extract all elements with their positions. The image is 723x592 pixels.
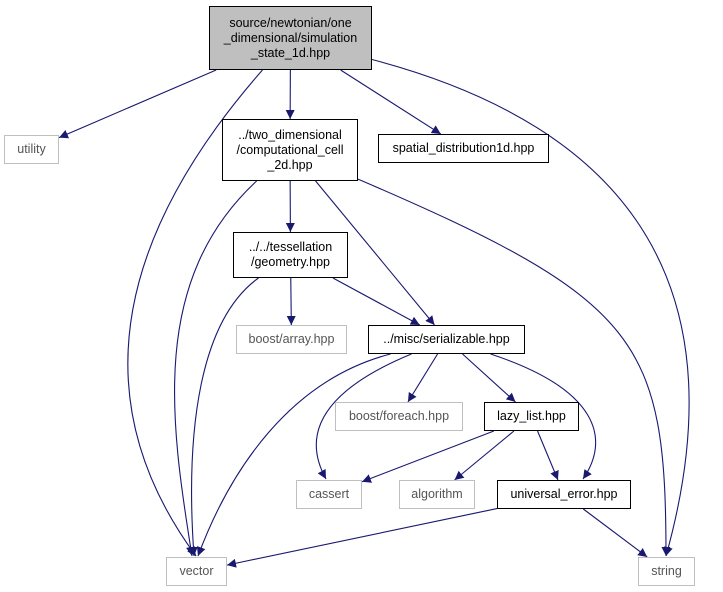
node-lazy-list[interactable]: lazy_list.hpp [484,402,579,431]
node-label-line: boost/foreach.hpp [348,409,450,423]
edge-serializable-to-vector [196,353,391,557]
edge-geometry-to-vector [188,277,259,557]
node-utility: utility [4,135,59,164]
edge-computational-cell-to-string [357,178,671,557]
node-boost-foreach: boost/foreach.hpp [335,402,463,431]
node-label-line: string [651,564,682,578]
node-geometry[interactable]: ../../tessellation /geometry.hpp [233,232,348,278]
node-label-line: source/newtonian/one [229,15,352,30]
node-label-line: ../misc/serializable.hpp [383,332,510,346]
edge-root-to-string [371,58,690,557]
edge-serializable-to-cassert [315,353,412,480]
node-algorithm: algorithm [399,480,475,509]
edge-computational-cell-to-serializable [315,180,435,326]
node-string: string [638,557,695,586]
node-label-line: _state_1d.hpp [250,45,331,60]
node-vector: vector [166,557,227,586]
node-label-line: spatial_distribution1d.hpp [392,141,535,155]
edge-universal-error-to-vector [226,507,498,568]
node-serializable[interactable]: ../misc/serializable.hpp [368,325,525,354]
edge-lazy-list-to-cassert [361,430,495,483]
node-computational-cell-2d[interactable]: ../two_dimensional /computational_cell _… [222,119,358,181]
node-label-line: boost/array.hpp [248,332,335,346]
node-cassert: cassert [296,480,362,509]
node-label-line: /geometry.hpp [251,255,330,269]
node-label-line: ../../tessellation [248,240,333,254]
edge-root-to-spatial-distribution [340,69,442,135]
node-label-line: utility [17,142,46,156]
edge-geometry-to-serializable [332,277,420,326]
node-label-line: /computational_cell [236,142,344,157]
node-boost-array: boost/array.hpp [236,325,347,354]
edge-serializable-to-boost-foreach [407,353,439,403]
node-label-line: _2d.hpp [267,157,313,172]
edge-root-to-vector [127,69,263,557]
edge-root-to-utility [58,69,217,139]
node-label-line: lazy_list.hpp [497,409,566,423]
node-label-line: universal_error.hpp [510,487,618,501]
edge-computational-cell-to-vector [174,180,257,557]
edge-serializable-to-lazy-list [462,353,516,403]
node-universal-error[interactable]: universal_error.hpp [497,480,631,509]
edge-geometry-to-boost-array [286,277,296,326]
edge-serializable-to-universal-error [490,353,597,480]
node-spatial-distribution1d[interactable]: spatial_distribution1d.hpp [378,134,549,163]
node-label-line: ../two_dimensional [238,127,342,142]
node-label-line: cassert [308,487,350,501]
edge-universal-error-to-string [582,508,648,558]
node-label-line: _dimensional/simulation [223,30,358,45]
edge-lazy-list-to-universal-error [537,430,559,481]
node-label-line: vector [179,564,214,578]
node-label-line: algorithm [411,487,463,501]
node-simulation-state-1d[interactable]: source/newtonian/one _dimensional/simula… [209,6,372,70]
edge-lazy-list-to-algorithm [454,430,515,481]
